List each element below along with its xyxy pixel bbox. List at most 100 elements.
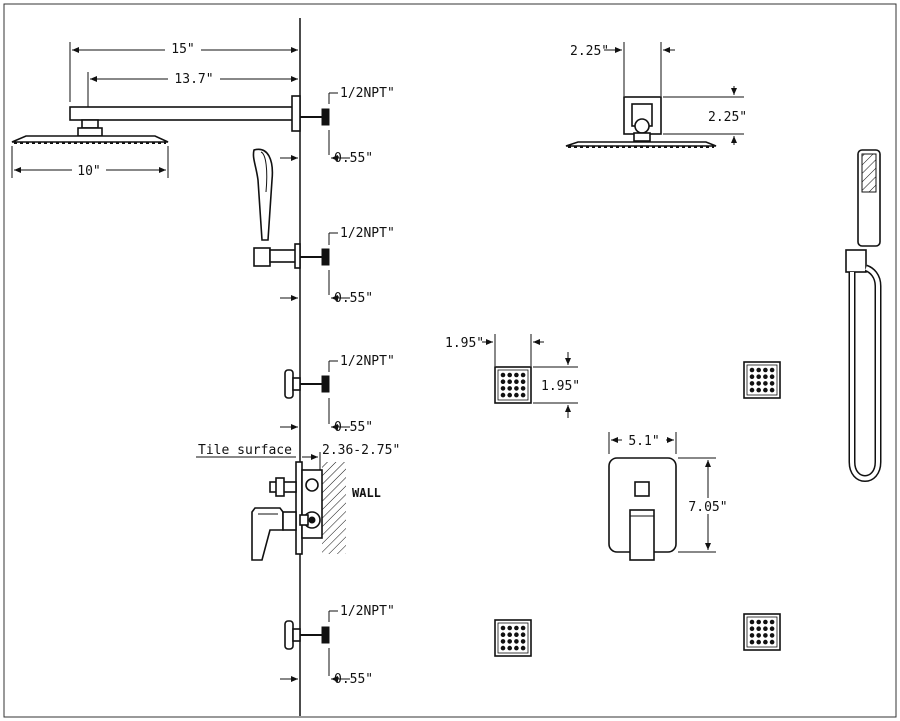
jet-nozzle [763,367,768,373]
handle-front-icon [629,509,655,561]
jet-nozzle [769,633,775,638]
jet-nozzle [500,386,506,391]
shower-hose-icon [848,264,882,482]
body-jets-front-views [494,361,781,657]
jet-nozzle [514,372,519,378]
jet-height-label: 1.95" [541,379,580,394]
trim-plate-front-view: 5.1" 7.05" [608,432,732,561]
npt-label-1: 1/2NPT" [340,86,395,101]
jet-width-label: 1.95" [445,336,484,351]
jet-nozzle [763,626,768,631]
jet-nozzle [763,639,768,645]
body-jet-front-icon [494,366,532,404]
jet-nozzle [749,626,755,631]
jet-nozzle [756,367,761,373]
rain-head-icon [11,135,169,143]
jet-nozzle [500,645,506,651]
jet-nozzle [769,381,775,386]
jet-nozzle [514,392,519,398]
jet-nozzle [763,619,768,625]
jet-nozzle [507,639,512,644]
jet-nozzle [500,379,506,385]
jet-nozzle [507,632,512,637]
valve-trim-edge [295,461,303,555]
body-jet-front-icon [743,613,781,651]
jet-nozzle [769,639,775,645]
jet-nozzle [763,381,768,386]
jet-nozzle [520,392,526,398]
jet-nozzle [514,386,519,391]
jet-nozzle [749,633,755,638]
depth-label-3: 0.55" [334,420,373,435]
wall-hatch [322,462,346,554]
jet-nozzle [514,632,519,637]
rain-head-front-icon [565,141,717,147]
jet-nozzle [507,645,512,651]
jet-nozzle [756,639,761,645]
drawing-border [3,3,897,718]
valve-depth-label: 2.36-2.75" [322,443,400,458]
body-jet-front-icon [743,361,781,399]
jet-nozzle [769,387,775,393]
npt-label-3: 1/2NPT" [340,354,395,369]
wall-label: WALL [352,486,381,500]
jet-nozzle [763,633,768,638]
jet-nozzle [763,387,768,393]
jet-nozzle [500,625,506,631]
npt-fitting-2 [321,248,330,266]
hand-shower-icon [252,148,274,241]
npt-fitting-1 [321,108,330,126]
jet-nozzle [500,639,506,644]
hand-shower-holder-assembly: 1/2NPT" 0.55" [252,148,395,306]
swivel-connector [77,127,103,137]
trim-height-label: 7.05" [688,500,727,515]
jet-nozzle [769,619,775,625]
jet-nozzle [749,387,755,393]
body-jet-side-icon [284,369,294,399]
shower-arm [69,106,297,121]
rain-head-front-view: 2.25" 2.25" [565,42,747,148]
jet-nozzle [507,379,512,385]
npt-label-2: 1/2NPT" [340,226,395,241]
arm-length-label: 15" [171,42,194,57]
jet-nozzle [749,374,755,380]
trim-width-label: 5.1" [628,434,659,449]
npt-fitting-4 [321,626,330,644]
hand-shower-with-hose [845,149,882,482]
jet-nozzle [756,633,761,638]
jet-nozzle [500,392,506,398]
top-view-width-label: 2.25" [570,44,609,59]
depth-label-2: 0.55" [334,291,373,306]
rain-shower-assembly: 15" 13.7" 10" 1/2NPT" 0.55" [11,40,395,179]
jet-nozzle [520,639,526,644]
arm-reach-label: 13.7" [174,72,213,87]
jet-nozzle [507,386,512,391]
hose-connector [845,249,867,273]
jet-nozzle [500,632,506,637]
jet-nozzle [769,367,775,373]
jet-nozzle [520,379,526,385]
jet-nozzle [756,374,761,380]
diverter-icon [634,481,650,497]
body-jet-side-view-lower: 1/2NPT" 0.55" [280,604,395,687]
jet-nozzle [749,381,755,386]
valve-handle-side-icon [251,507,284,561]
jet-nozzle [507,392,512,398]
body-jet-side-icon-lower [284,620,294,650]
jet-nozzle [520,625,526,631]
shower-arm-flange [291,95,301,132]
jet-nozzle [500,372,506,378]
jet-dimensions: 1.95" 1.95" [445,334,580,418]
npt-fitting-3 [321,375,330,393]
head-width-label: 10" [77,164,100,179]
valve-section: Tile surface 2.36-2.75" WALL [196,443,400,561]
jet-nozzle [514,625,519,631]
jet-nozzle [756,381,761,386]
jet-nozzle [514,379,519,385]
jet-nozzle [749,367,755,373]
tile-surface-label: Tile surface [198,443,292,458]
jet-nozzle [520,632,526,637]
jet-nozzle [769,374,775,380]
holder-bracket [253,247,271,267]
